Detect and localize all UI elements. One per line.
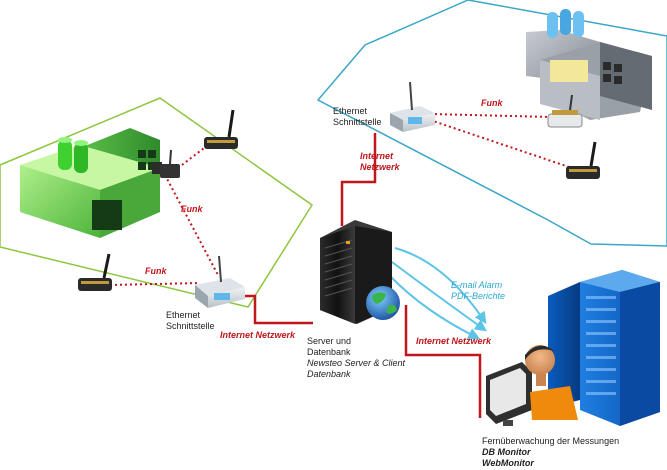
sensor-right-bottom-icon bbox=[566, 141, 600, 179]
funk-label-left-2: Funk bbox=[145, 266, 167, 276]
server-label-line2: Datenbank bbox=[307, 347, 351, 357]
gateway-left-label-line2: Schnittstelle bbox=[166, 321, 215, 331]
gateway-right-label-line2: Schnittstelle bbox=[333, 117, 382, 127]
office-towers-icon bbox=[548, 270, 660, 426]
factory-right-icon bbox=[526, 9, 652, 120]
gateway-right-icon bbox=[390, 81, 435, 132]
monitoring-line2: WebMonitor bbox=[482, 458, 534, 468]
sensor-left-top-icon bbox=[204, 109, 238, 149]
server-label-line4: Datenbank bbox=[307, 369, 351, 379]
monitoring-label: Fernüberwachung der Messungen DB Monitor… bbox=[482, 436, 619, 469]
gateway-right-label-line1: Ethernet bbox=[333, 106, 368, 116]
alarm-label-line2: PDF-Berichte bbox=[451, 291, 506, 301]
gateway-left-label: Ethernet Schnittstelle bbox=[166, 310, 215, 332]
sensor-right-top-icon bbox=[547, 94, 583, 128]
server-label-line1: Server und bbox=[307, 336, 352, 346]
network-label-right-line1: Internet bbox=[360, 151, 394, 161]
server-label: Server und Datenbank Newsteo Server & Cl… bbox=[307, 336, 405, 380]
sensor-factory-icon bbox=[160, 149, 180, 178]
network-connections bbox=[245, 133, 482, 418]
gateway-left-icon bbox=[195, 255, 245, 308]
network-label-left: Internet Netzwerk bbox=[220, 330, 296, 340]
network-label-server: Internet Netzwerk bbox=[416, 336, 492, 346]
monitoring-line1: DB Monitor bbox=[482, 447, 531, 457]
alarm-label-line1: E-mail Alarm bbox=[451, 280, 503, 290]
site-right-border bbox=[316, 0, 667, 247]
factory-left-icon bbox=[20, 128, 162, 238]
sensor-left-bottom-icon bbox=[78, 253, 112, 291]
funk-label-left-1: Funk bbox=[181, 204, 203, 214]
funk-label-right: Funk bbox=[481, 98, 503, 108]
gateway-left-label-line1: Ethernet bbox=[166, 310, 201, 320]
network-label-right: Internet Netzwerk bbox=[360, 151, 400, 173]
site-left-border bbox=[0, 97, 314, 308]
server-label-line3: Newsteo Server & Client bbox=[307, 358, 406, 368]
alarm-label: E-mail Alarm PDF-Berichte bbox=[451, 280, 505, 302]
monitoring-title: Fernüberwachung der Messungen bbox=[482, 436, 620, 446]
person-monitor-icon bbox=[486, 345, 578, 426]
alarm-arrows bbox=[389, 247, 487, 340]
gateway-right-label: Ethernet Schnittstelle bbox=[333, 106, 382, 128]
globe-icon bbox=[366, 286, 400, 320]
network-label-right-line2: Netzwerk bbox=[360, 162, 400, 172]
